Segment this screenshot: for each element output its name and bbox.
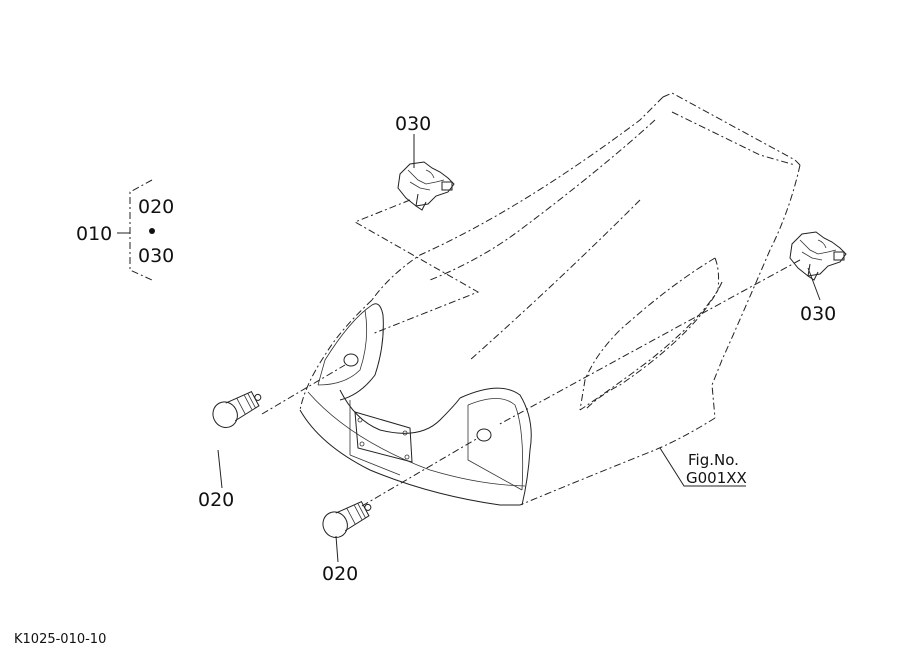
label-bulb-left: 020	[198, 489, 234, 511]
fig-number: G001XX	[686, 469, 747, 487]
bulb-bottom-phantom-leader	[361, 437, 479, 507]
bulb-left-phantom-leader	[261, 364, 346, 415]
fig-label: Fig.No.	[688, 451, 739, 469]
leader-socket-right	[807, 267, 821, 301]
label-socket-top: 030	[395, 113, 431, 135]
leader-bulb-left	[217, 449, 223, 489]
leader-bulb-bottom	[335, 535, 339, 563]
assembly-bracket	[117, 179, 155, 281]
bulb-bottom-icon	[322, 501, 372, 539]
socket-top-icon	[397, 161, 455, 211]
center-bracket	[354, 411, 413, 463]
left-socket-hole	[343, 353, 359, 367]
label-assembly: 010	[76, 223, 112, 245]
part-code: K1025-010-10	[14, 632, 106, 647]
leader-fig	[659, 447, 746, 487]
label-socket-right: 030	[800, 303, 836, 325]
bulb-left-icon	[212, 391, 262, 429]
socket-right-phantom-leader	[497, 259, 801, 426]
hood-outline	[299, 92, 801, 506]
label-bulb-bottom: 020	[322, 563, 358, 585]
label-group-bulb: 020	[138, 196, 174, 218]
socket-right-icon	[789, 231, 847, 281]
label-group-socket: 030	[138, 245, 174, 267]
socket-top-phantom-leader	[353, 199, 480, 335]
right-socket-hole	[476, 428, 492, 442]
group-dot	[149, 228, 155, 234]
